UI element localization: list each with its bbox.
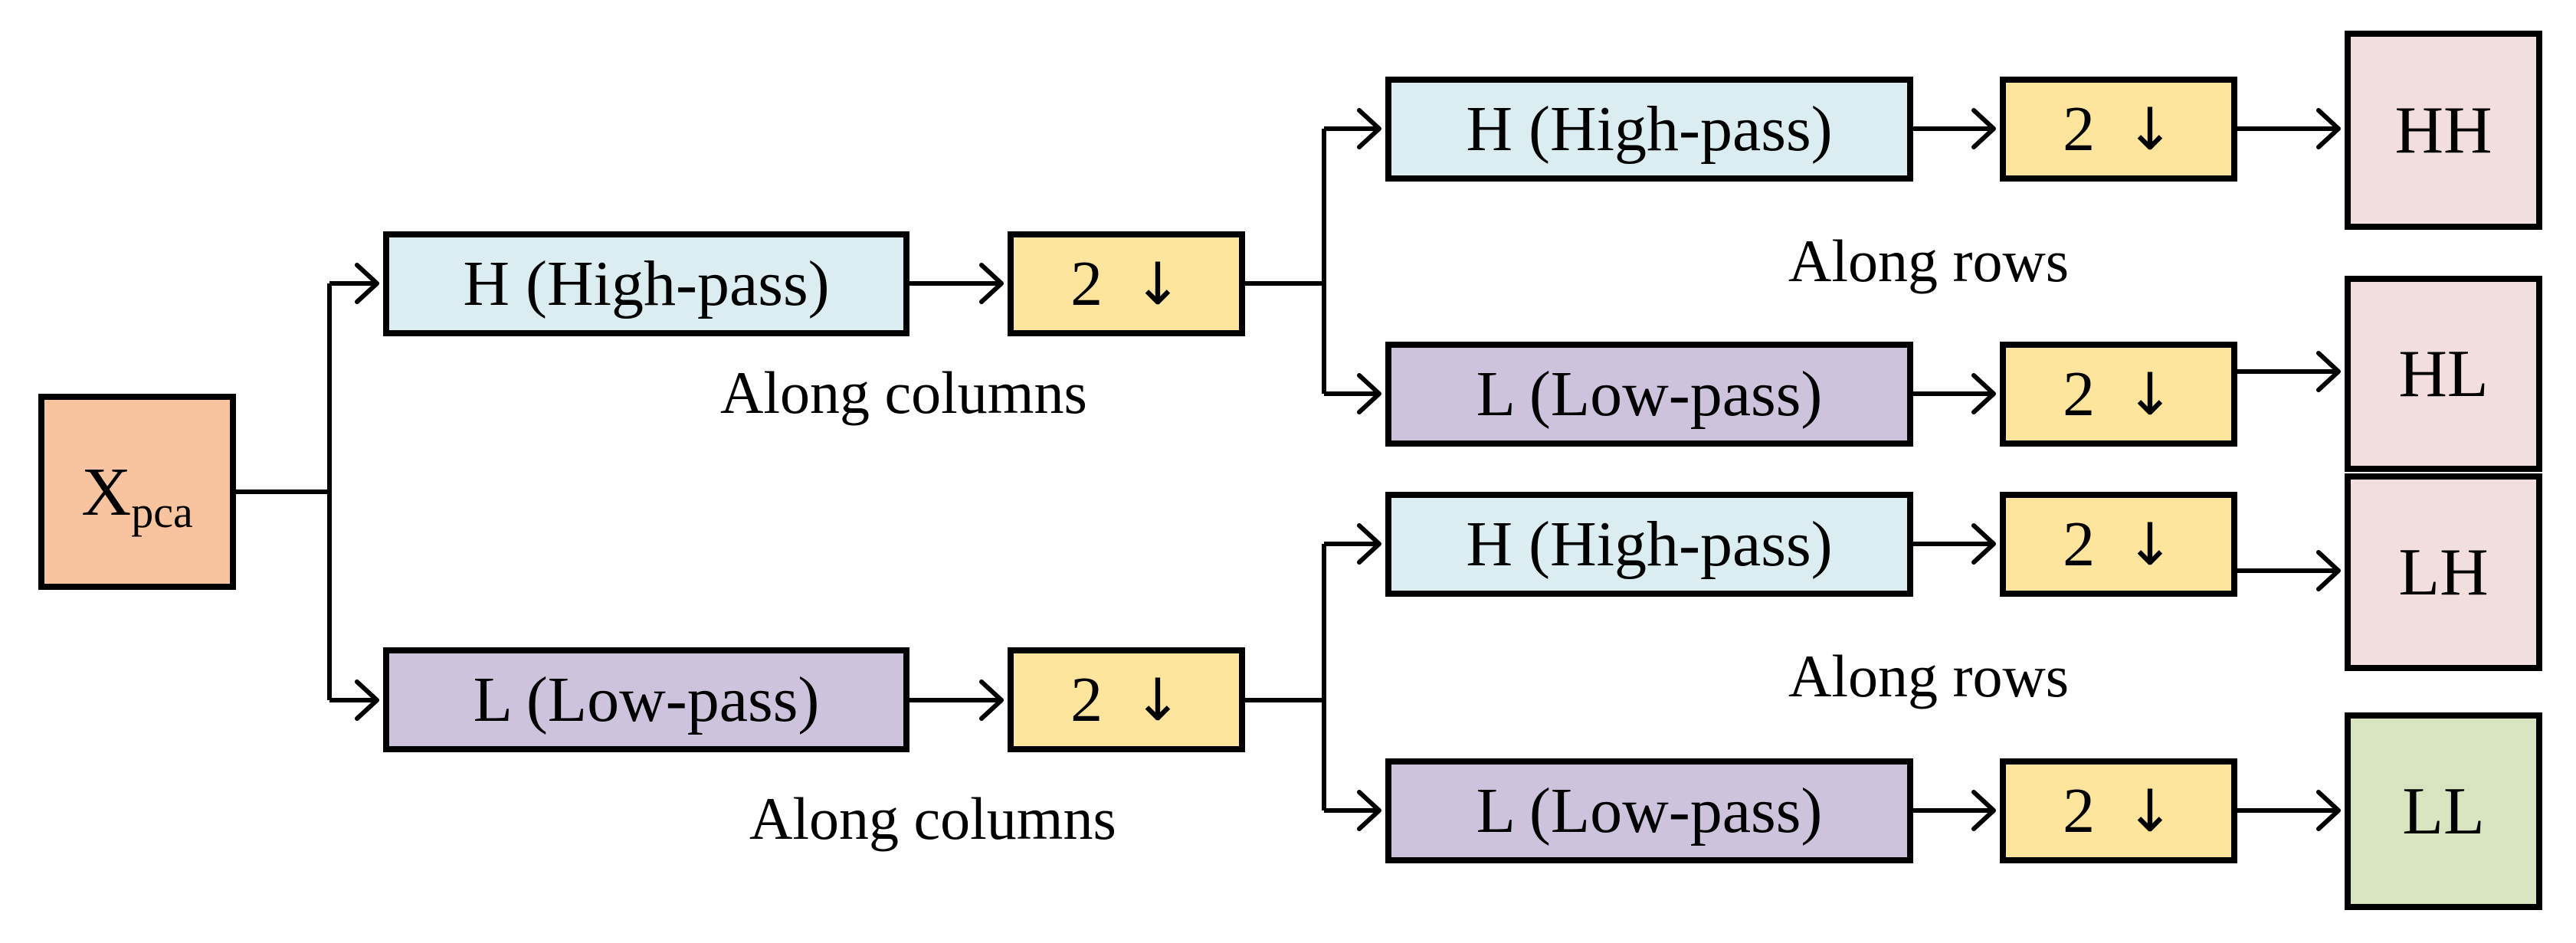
arrowhead-lh-down <box>1971 523 1996 565</box>
l1-low-pass-label: L (Low-pass) <box>473 664 820 735</box>
down-arrow-icon: ↓ <box>2125 360 2175 428</box>
l2b-caption: Along rows <box>1788 643 2070 709</box>
l2a-low-pass-label: L (Low-pass) <box>1476 359 1823 430</box>
l2a-low-downsampler: 2↓ <box>2000 342 2237 447</box>
subband-hl-label: HL <box>2398 336 2489 411</box>
l2a-low-pass-filter: L (Low-pass) <box>1385 342 1913 447</box>
arrowhead-l1l-down <box>979 679 1004 721</box>
l2b-high-down-factor: 2 <box>2063 509 2096 580</box>
arrowhead-lh-out <box>2316 550 2341 591</box>
arrowhead-l1-high <box>355 263 379 304</box>
subband-hl: HL <box>2345 276 2542 472</box>
arrowhead-l2b-high <box>1357 523 1381 565</box>
down-arrow-icon: ↓ <box>1133 666 1182 734</box>
arrowhead-l2a-high <box>1357 108 1381 149</box>
l2a-high-pass-label: H (High-pass) <box>1466 93 1833 165</box>
l2a-caption: Along rows <box>1788 228 2070 294</box>
l1-low-downsampler: 2↓ <box>1008 647 1245 752</box>
l2b-low-downsampler: 2↓ <box>2000 758 2237 863</box>
l2a-high-down-factor: 2 <box>2063 93 2096 165</box>
l2b-high-pass-filter: H (High-pass) <box>1385 492 1913 597</box>
arrowhead-l1h-down <box>979 263 1004 304</box>
l1-high-pass-filter: H (High-pass) <box>383 231 909 336</box>
arrowhead-hh-down <box>1971 108 1996 149</box>
subband-hh: HH <box>2345 31 2542 230</box>
subband-hh-label: HH <box>2394 93 2492 168</box>
l1-high-down-factor: 2 <box>1070 248 1103 319</box>
down-arrow-icon: ↓ <box>1133 250 1182 318</box>
arrowhead-hl-out <box>2316 351 2341 392</box>
l1-high-downsampler: 2↓ <box>1008 231 1245 336</box>
arrowhead-l2b-low <box>1357 790 1381 831</box>
l2b-low-pass-filter: L (Low-pass) <box>1385 758 1913 863</box>
l1-high-pass-label: H (High-pass) <box>463 248 830 319</box>
input-label: X <box>81 453 132 530</box>
arrowhead-l2a-low <box>1357 373 1381 414</box>
input-subscript: pca <box>131 486 193 537</box>
arrowhead-hl-down <box>1971 373 1996 414</box>
subband-lh: LH <box>2345 473 2542 671</box>
l2b-high-downsampler: 2↓ <box>2000 492 2237 597</box>
l2b-low-down-factor: 2 <box>2063 775 2096 846</box>
down-arrow-icon: ↓ <box>2125 777 2175 845</box>
l2a-low-down-factor: 2 <box>2063 359 2096 430</box>
arrowhead-l1-low <box>355 679 379 721</box>
arrowhead-hh-out <box>2316 108 2341 149</box>
l2a-high-downsampler: 2↓ <box>2000 77 2237 182</box>
arrowhead-ll-down <box>1971 790 1996 831</box>
down-arrow-icon: ↓ <box>2125 510 2175 578</box>
subband-ll-label: LL <box>2402 774 2485 849</box>
subband-lh-label: LH <box>2398 535 2489 610</box>
l2b-low-pass-label: L (Low-pass) <box>1476 775 1823 846</box>
l1-low-caption: Along columns <box>749 785 1116 852</box>
l1-high-caption: Along columns <box>720 359 1087 426</box>
down-arrow-icon: ↓ <box>2125 95 2175 163</box>
l1-low-pass-filter: L (Low-pass) <box>383 647 909 752</box>
l1-low-down-factor: 2 <box>1070 664 1103 735</box>
l2a-high-pass-filter: H (High-pass) <box>1385 77 1913 182</box>
arrowhead-ll-out <box>2316 790 2341 831</box>
subband-ll: LL <box>2345 712 2542 910</box>
l2b-high-pass-label: H (High-pass) <box>1466 509 1833 580</box>
